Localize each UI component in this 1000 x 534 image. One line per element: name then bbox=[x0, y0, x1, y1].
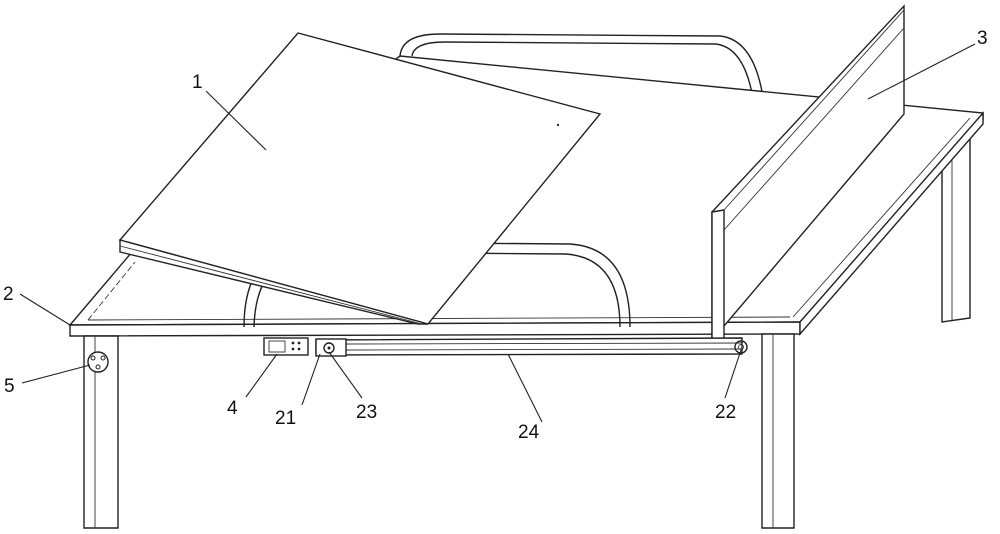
socket bbox=[88, 352, 108, 372]
label-table-top: 2 bbox=[3, 284, 14, 305]
label-socket: 5 bbox=[4, 376, 15, 397]
front-right-leg bbox=[762, 334, 794, 528]
label-control-box: 4 bbox=[227, 398, 238, 419]
motor-mount bbox=[316, 339, 346, 356]
belt-rail bbox=[316, 338, 742, 355]
control-box bbox=[264, 338, 308, 355]
label-left-wheel: 23 bbox=[356, 402, 377, 423]
label-board: 1 bbox=[192, 72, 203, 93]
label-motor-mount: 21 bbox=[275, 408, 296, 429]
label-fence: 3 bbox=[977, 28, 988, 49]
label-right-wheel: 22 bbox=[715, 402, 736, 423]
label-belt: 24 bbox=[518, 422, 540, 443]
